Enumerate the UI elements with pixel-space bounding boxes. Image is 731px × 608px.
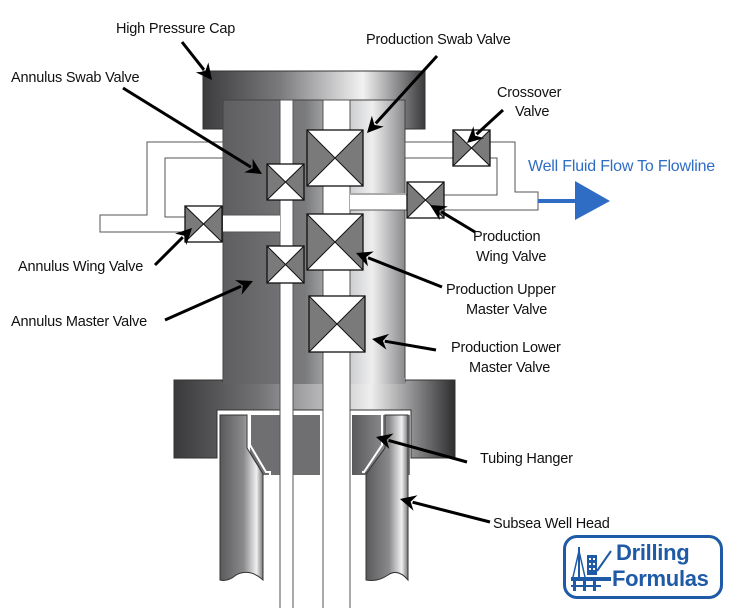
production-upper-master-valve — [306, 213, 364, 271]
label-subsea-well-head: Subsea Well Head — [493, 516, 610, 532]
production-swab-valve — [306, 129, 364, 187]
annulus-swab-valve — [266, 163, 305, 201]
arrow-production-upper-master — [356, 251, 443, 289]
label-tubing-hanger: Tubing Hanger — [480, 451, 573, 467]
annulus-master-valve — [266, 245, 305, 284]
label-crossover-valve-2: Valve — [515, 104, 550, 120]
annulus-wing-valve — [184, 205, 223, 243]
label-production-upper-master-1: Production Upper — [446, 282, 556, 298]
logo-line-1: Drilling — [616, 540, 690, 565]
arrow-production-swab-valve — [367, 54, 439, 133]
label-production-lower-master-1: Production Lower — [451, 340, 561, 356]
production-lower-master-valve — [308, 295, 366, 353]
label-crossover-valve-1: Crossover — [497, 85, 562, 101]
arrow-crossover-valve — [467, 108, 505, 143]
arrow-production-lower-master — [372, 333, 437, 352]
drilling-formulas-logo[interactable]: Drilling Formulas — [563, 535, 723, 599]
label-production-wing-valve-1: Production — [473, 229, 541, 245]
logo-line-2: Formulas — [612, 566, 709, 591]
label-high-pressure-cap: High Pressure Cap — [116, 21, 236, 37]
casing-left — [219, 414, 264, 582]
arrow-production-wing-valve — [430, 205, 476, 234]
offshore-rig-icon — [571, 547, 612, 591]
label-production-wing-valve-2: Wing Valve — [476, 249, 547, 265]
flow-arrow-head — [575, 181, 610, 220]
label-production-upper-master-2: Master Valve — [466, 302, 548, 318]
arrow-high-pressure-cap — [180, 41, 212, 80]
arrow-tubing-hanger — [376, 433, 468, 464]
arrow-annulus-swab-valve — [122, 86, 262, 174]
label-annulus-wing-valve: Annulus Wing Valve — [18, 259, 144, 275]
arrow-annulus-wing-valve — [153, 228, 192, 267]
arrow-subsea-well-head — [400, 495, 491, 524]
label-annulus-master-valve: Annulus Master Valve — [11, 314, 147, 330]
label-well-fluid-flow: Well Fluid Flow To Flowline — [528, 158, 715, 175]
arrow-annulus-master-valve — [164, 280, 253, 322]
label-annulus-swab-valve: Annulus Swab Valve — [11, 70, 140, 86]
label-production-swab-valve: Production Swab Valve — [366, 32, 511, 48]
casing-right — [365, 414, 409, 582]
label-production-lower-master-2: Master Valve — [469, 360, 551, 376]
